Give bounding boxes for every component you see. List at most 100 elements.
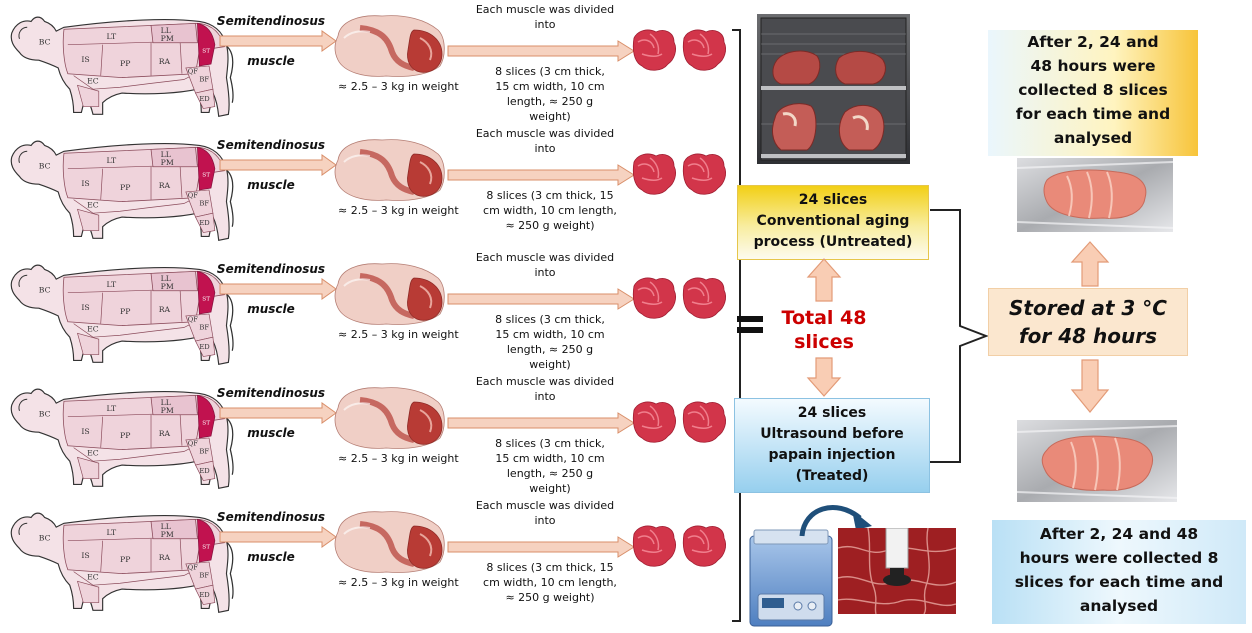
cut-label-is: IS	[81, 55, 89, 64]
untreated-line2: Conventional aging	[737, 211, 929, 232]
cut-label-qf: QF	[188, 192, 199, 200]
meat-slices-image	[630, 396, 730, 446]
slices-description-line: 8 slices (3 cm thick, 15	[470, 560, 630, 575]
arrow-to-muscle	[218, 526, 338, 548]
divided-text: Each muscle was divided into	[470, 374, 620, 404]
cut-label-pp: PP	[120, 555, 130, 564]
stored-line1: Stored at 3 °C	[988, 294, 1188, 322]
cut-label-ra: RA	[159, 305, 171, 314]
cut-label-bc: BC	[39, 162, 51, 171]
cut-label-pm: PM	[161, 282, 174, 291]
slices-description-line: weight)	[470, 481, 630, 496]
muscle-weight: ≈ 2.5 – 3 kg in weight	[338, 452, 459, 465]
muscle-row: BC LT LL PM IS PP RA EC QF BF ED ST Semi…	[0, 2, 735, 126]
slices-description-line: 15 cm width, 10 cm	[470, 79, 630, 94]
after-bottom-line1: After 2, 24 and 48	[992, 522, 1246, 546]
cut-label-ed: ED	[199, 219, 210, 227]
treated-text: 24 slices Ultrasound before papain injec…	[734, 403, 930, 487]
slices-description-line: length, ≈ 250 g	[470, 342, 630, 357]
cut-label-st: ST	[202, 420, 210, 426]
untreated-count: 24 slices	[737, 190, 929, 211]
cut-label-qf: QF	[188, 440, 199, 448]
muscle-weight: ≈ 2.5 – 3 kg in weight	[338, 576, 459, 589]
after-top-line4: for each time and	[988, 102, 1198, 126]
slices-description-line: weight)	[470, 109, 630, 124]
muscle-name: Semitendinosus	[216, 138, 326, 152]
arrow-to-muscle	[218, 402, 338, 424]
muscle-row: BC LT LL PM IS PP RA EC QF BF ED ST Semi…	[0, 498, 735, 622]
cut-label-bf: BF	[199, 75, 209, 83]
slices-description-line: cm width, 10 cm length,	[470, 203, 630, 218]
cut-label-st: ST	[202, 544, 210, 550]
total-line1: Total 48	[764, 306, 884, 330]
muscle-word: muscle	[216, 426, 326, 440]
cut-label-pm: PM	[161, 34, 174, 43]
arrow-to-slices	[446, 164, 636, 186]
untreated-text: 24 slices Conventional aging process (Un…	[737, 190, 929, 253]
cut-label-lt: LT	[107, 404, 117, 413]
arrow-down-treated	[804, 356, 844, 398]
muscle-word: muscle	[216, 302, 326, 316]
muscle-weight: ≈ 2.5 – 3 kg in weight	[338, 204, 459, 217]
arrow-to-muscle	[218, 154, 338, 176]
cut-label-qf: QF	[188, 564, 199, 572]
muscle-name: Semitendinosus	[216, 14, 326, 28]
cut-label-ed: ED	[199, 591, 210, 599]
cut-label-ec: EC	[87, 324, 99, 333]
meat-slices-image	[630, 148, 730, 198]
divided-text: Each muscle was divided into	[470, 126, 620, 156]
muscle-name: Semitendinosus	[216, 510, 326, 524]
slices-description-line: 8 slices (3 cm thick,	[470, 436, 630, 451]
cut-label-bf: BF	[199, 447, 209, 455]
arrow-to-slices	[446, 412, 636, 434]
arrow-to-slices	[446, 536, 636, 558]
cut-label-ec: EC	[87, 76, 99, 85]
muscle-name: Semitendinosus	[216, 386, 326, 400]
cut-label-bf: BF	[199, 199, 209, 207]
cut-label-ra: RA	[159, 429, 171, 438]
cut-label-ed: ED	[199, 95, 210, 103]
cut-label-is: IS	[81, 179, 89, 188]
slices-description-line: length, ≈ 250 g	[470, 94, 630, 109]
cut-label-qf: QF	[188, 316, 199, 324]
meat-slices-image	[630, 24, 730, 74]
cut-label-bc: BC	[39, 534, 51, 543]
cut-label-pm: PM	[161, 406, 174, 415]
cow-diagram: BC LT LL PM IS PP RA EC QF BF ED ST	[4, 6, 240, 124]
slices-description-line: 8 slices (3 cm thick, 15	[470, 188, 630, 203]
slices-description-line: 15 cm width, 10 cm	[470, 451, 630, 466]
cut-label-ed: ED	[199, 467, 210, 475]
cut-label-pp: PP	[120, 59, 130, 68]
cow-diagram: BC LT LL PM IS PP RA EC QF BF ED ST	[4, 130, 240, 248]
cut-label-ec: EC	[87, 448, 99, 457]
after-top-line1: After 2, 24 and	[988, 30, 1198, 54]
cut-label-qf: QF	[188, 68, 199, 76]
after-top-text: After 2, 24 and 48 hours were collected …	[988, 30, 1198, 150]
slices-description-line: length, ≈ 250 g	[470, 466, 630, 481]
cut-label-bf: BF	[199, 571, 209, 579]
muscle-weight: ≈ 2.5 – 3 kg in weight	[338, 80, 459, 93]
stored-text: Stored at 3 °C for 48 hours	[988, 294, 1188, 350]
treated-line2: Ultrasound before	[734, 424, 930, 445]
muscle-row: BC LT LL PM IS PP RA EC QF BF ED ST Semi…	[0, 374, 735, 498]
cut-label-is: IS	[81, 303, 89, 312]
slices-description: 8 slices (3 cm thick,15 cm width, 10 cml…	[470, 64, 630, 124]
after-bottom-line2: hours were collected 8	[992, 546, 1246, 570]
cut-label-bc: BC	[39, 286, 51, 295]
muscle-roll-image	[330, 504, 448, 574]
treated-line4: (Treated)	[734, 466, 930, 487]
muscle-row: BC LT LL PM IS PP RA EC QF BF ED ST Semi…	[0, 250, 735, 374]
slices-description-line: 8 slices (3 cm thick,	[470, 312, 630, 327]
cut-label-lt: LT	[107, 156, 117, 165]
cut-label-st: ST	[202, 296, 210, 302]
muscle-roll-image	[330, 256, 448, 326]
muscle-row: BC LT LL PM IS PP RA EC QF BF ED ST Semi…	[0, 126, 735, 250]
cut-label-st: ST	[202, 172, 210, 178]
cut-label-st: ST	[202, 48, 210, 54]
after-top-line3: collected 8 slices	[988, 78, 1198, 102]
muscle-roll-image	[330, 8, 448, 78]
untreated-line3: process (Untreated)	[737, 232, 929, 253]
arrow-to-slices	[446, 40, 636, 62]
